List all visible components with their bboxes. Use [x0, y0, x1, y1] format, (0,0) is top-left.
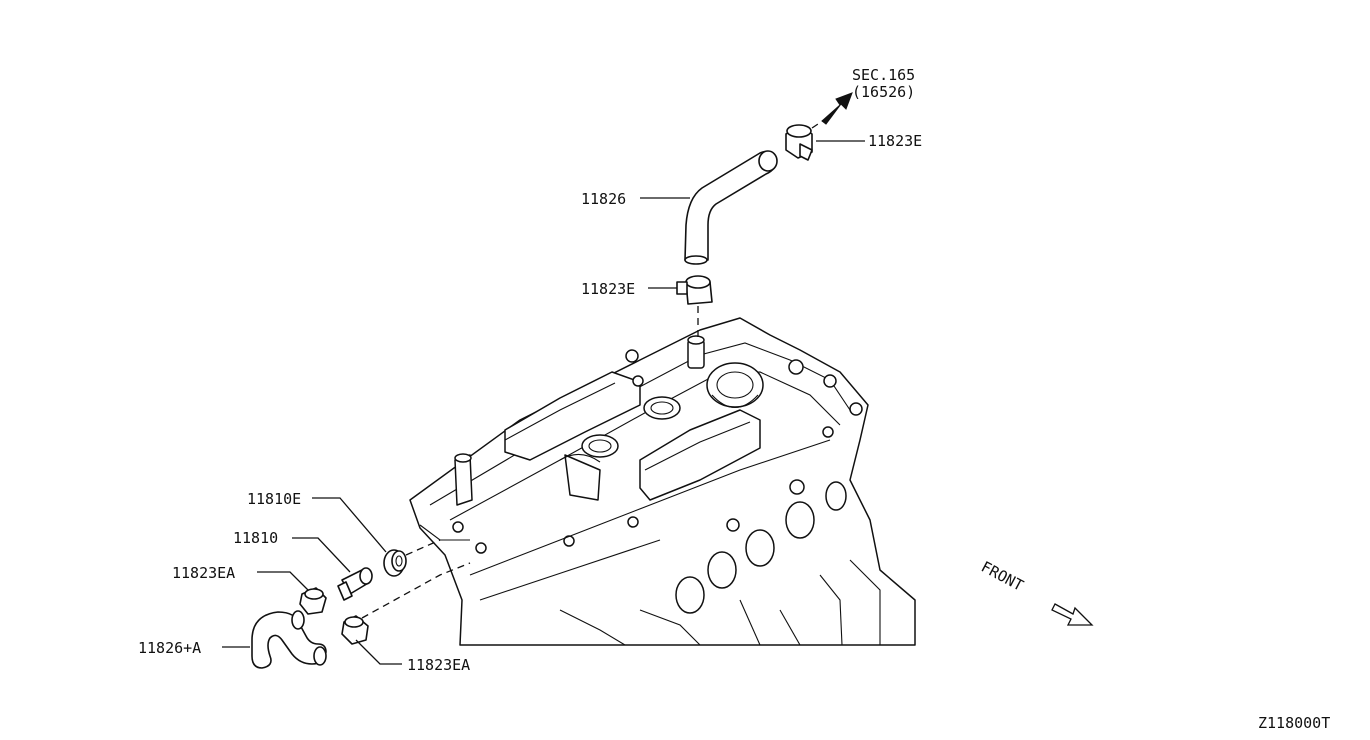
hose-bottom-label: 11826+A [138, 639, 201, 657]
clamp-bottom-dash [361, 562, 471, 619]
sec-ref-sub-label: (16526) [852, 83, 915, 101]
clamp-bottom-part [341, 615, 369, 645]
clamp-left-part [299, 587, 327, 615]
diagram-code: Z118000T [1258, 714, 1330, 732]
clamp-left-label: 11823EA [172, 564, 235, 582]
sec-ref-label: SEC.165 [852, 66, 915, 84]
clamp-bottom-leader [355, 639, 402, 665]
hose-bottom-part [251, 610, 327, 669]
arrow-up-right-icon [811, 92, 853, 129]
clamp-top-part [785, 124, 813, 161]
clamp-left-leader [257, 571, 309, 591]
clamp-mid-label: 11823E [581, 280, 635, 298]
front-label: FRONT [978, 558, 1026, 595]
grommet-leader [312, 497, 387, 553]
valve-dash [405, 539, 441, 556]
clamp-bottom-label: 11823EA [407, 656, 470, 674]
hose-top-label: 11826 [581, 190, 626, 208]
grommet-part [383, 549, 407, 577]
engine-cylinder-head [409, 317, 916, 646]
arrow-down-right-icon [1051, 603, 1094, 626]
clamp-mid-part [676, 275, 713, 305]
pcv-valve-part [337, 567, 373, 601]
valve-leader [292, 537, 351, 573]
valve-label: 11810 [233, 529, 278, 547]
hose-top-part [684, 150, 778, 265]
clamp-top-label: 11823E [868, 132, 922, 150]
grommet-label: 11810E [247, 490, 301, 508]
